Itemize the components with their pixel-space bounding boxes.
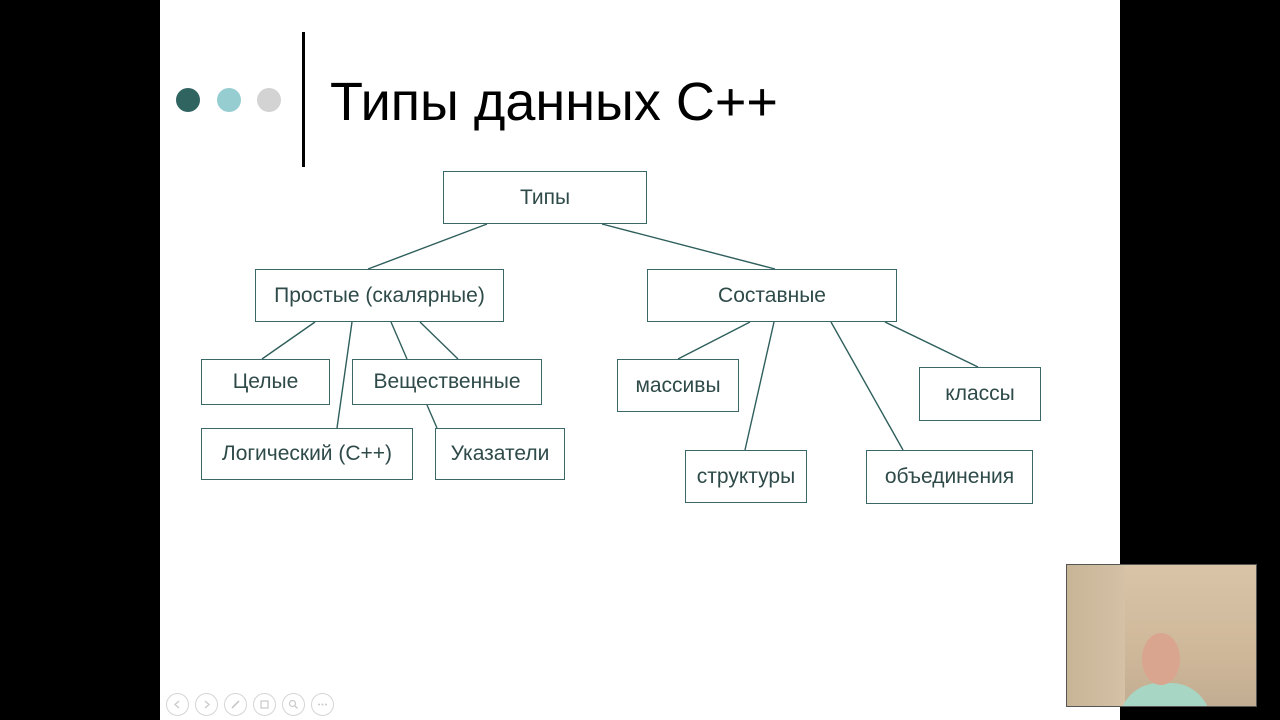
more-icon[interactable] <box>311 693 334 716</box>
edge-real-pointers <box>426 404 438 429</box>
diagram-connectors <box>261 223 979 451</box>
accent-dot-light <box>217 88 241 112</box>
slide-title: Типы данных С++ <box>330 72 778 132</box>
slide: Типы данных С++ Типы Простые (скалярные)… <box>160 0 1120 720</box>
edge-root-simple <box>367 223 488 270</box>
node-root: Типы <box>443 171 647 224</box>
edge-composite-classes <box>884 321 979 368</box>
webcam-feed <box>1066 564 1257 707</box>
node-pointers: Указатели <box>435 428 565 480</box>
accent-dot-dark <box>176 88 200 112</box>
node-boolean: Логический (С++) <box>201 428 413 480</box>
title-divider <box>302 32 305 167</box>
edge-simple-boolean <box>336 321 353 429</box>
pen-icon[interactable] <box>224 693 247 716</box>
edge-simple-pointers <box>419 321 459 360</box>
edge-composite-unions <box>830 321 904 451</box>
slides-icon[interactable] <box>253 693 276 716</box>
slideshow-toolbar <box>166 693 334 716</box>
next-icon[interactable] <box>195 693 218 716</box>
accent-dot-gray <box>257 88 281 112</box>
webcam-background <box>1067 565 1125 706</box>
previous-icon[interactable] <box>166 693 189 716</box>
edge-composite-arrays <box>677 321 751 360</box>
edge-root-composite <box>601 223 776 270</box>
node-classes: классы <box>919 367 1041 421</box>
node-integer: Целые <box>201 359 330 405</box>
edge-simple-real <box>390 321 408 360</box>
edge-simple-integer <box>261 321 316 360</box>
presenter-head <box>1142 633 1180 685</box>
presenter-body <box>1119 683 1211 706</box>
node-arrays: массивы <box>617 359 739 412</box>
node-composite: Составные <box>647 269 897 322</box>
edge-composite-structs <box>744 321 775 451</box>
node-simple: Простые (скалярные) <box>255 269 504 322</box>
node-real: Вещественные <box>352 359 542 405</box>
node-structs: структуры <box>685 450 807 503</box>
zoom-icon[interactable] <box>282 693 305 716</box>
node-unions: объединения <box>866 450 1033 504</box>
